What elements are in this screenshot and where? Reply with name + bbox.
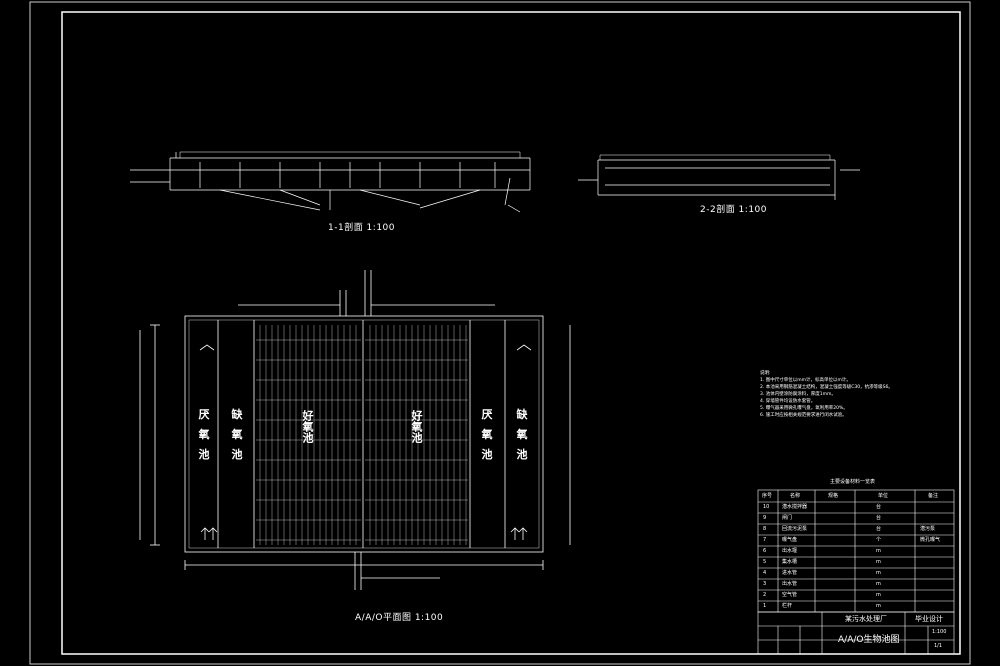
zone-right-anoxic: 缺氧池: [516, 408, 528, 461]
table-cell: 3: [763, 581, 767, 587]
note-line: 说明:: [760, 371, 771, 376]
table-header: 序号: [762, 493, 773, 499]
sheet-inner-border: [61, 11, 961, 655]
zone-right-aerobic: 好氧池: [410, 410, 423, 443]
section-1-1-title: 1-1剖面 1:100: [328, 223, 395, 233]
note-line: 5. 曝气器采用微孔曝气盘，氧利用率20%。: [760, 406, 848, 411]
equipment-table: [757, 489, 955, 655]
table-cell: m: [876, 603, 881, 609]
drawing-name: A/A/O生物池图: [838, 635, 900, 645]
note-line: 1. 图中尺寸单位以mm计，标高单位以m计。: [760, 378, 851, 383]
table-header: 名称: [790, 493, 801, 499]
project-name: 某污水处理厂: [845, 615, 887, 623]
table-cell: 7: [763, 537, 767, 543]
section-1-1: [130, 151, 531, 213]
table-cell: 8: [763, 526, 767, 532]
sheet-number: 1/1: [934, 643, 943, 649]
zone-left-anaerobic: 厌氧池: [198, 408, 210, 461]
table-cell: 4: [763, 570, 767, 576]
zone-right-anaerobic: 厌氧池: [481, 408, 493, 461]
table-cell: m: [876, 592, 881, 598]
table-header: 规格: [828, 493, 839, 499]
note-line: 4. 穿墙管件均设防水套管。: [760, 399, 816, 404]
equipment-table-title: 主要设备材料一览表: [830, 479, 876, 485]
note-line: 3. 池体内壁涂防腐涂料，厚度1mm。: [760, 392, 836, 397]
table-cell: 空气管: [782, 592, 798, 598]
table-cell: 台: [876, 526, 882, 532]
table-cell: 出水管: [782, 581, 798, 587]
zone-left-aerobic: 好氧池: [301, 410, 314, 443]
table-cell: 2: [763, 592, 767, 598]
table-cell: 台: [876, 515, 882, 521]
table-cell: 集水槽: [782, 559, 798, 565]
table-cell: 进水管: [782, 570, 798, 576]
table-cell: 潜污泵: [920, 526, 936, 532]
note-line: 2. 本池采用钢筋混凝土结构，混凝土强度等级C30，抗渗等级S6。: [760, 385, 893, 390]
note-line: 6. 施工时应按相关规范要求进行闭水试验。: [760, 413, 847, 418]
table-cell: 微孔曝气: [920, 537, 941, 543]
table-header: 单位: [878, 493, 889, 499]
table-cell: 出水堰: [782, 548, 798, 554]
table-cell: m: [876, 559, 881, 565]
table-cell: 闸门: [782, 515, 793, 521]
plan-title: A/A/O平面图 1:100: [355, 613, 444, 623]
table-cell: 5: [763, 559, 767, 565]
table-cell: 个: [876, 537, 882, 543]
table-cell: 曝气盘: [782, 537, 798, 543]
table-cell: 栏杆: [782, 603, 793, 609]
table-cell: 台: [876, 504, 882, 510]
table-cell: 回流污泥泵: [782, 526, 808, 532]
sheet-label: 毕业设计: [915, 615, 943, 623]
section-2-2-title: 2-2剖面 1:100: [700, 205, 767, 215]
section-2-2: [578, 154, 860, 200]
table-cell: 6: [763, 548, 767, 554]
table-cell: m: [876, 570, 881, 576]
table-cell: m: [876, 581, 881, 587]
table-cell: 1: [763, 603, 767, 609]
table-header: 备注: [928, 493, 939, 499]
table-cell: 潜水搅拌器: [782, 504, 808, 510]
drawing-scale: 1:100: [932, 629, 947, 635]
aerobic-diffuser-grid: [256, 325, 468, 545]
table-cell: 9: [763, 515, 767, 521]
plan-view: [139, 270, 571, 590]
design-notes: 说明: 1. 图中尺寸单位以mm计，标高单位以m计。 2. 本池采用钢筋混凝土结…: [760, 370, 893, 419]
table-cell: m: [876, 548, 881, 554]
zone-left-anoxic: 缺氧池: [231, 408, 243, 461]
sheet-outer-border: [29, 1, 971, 665]
table-cell: 10: [763, 504, 770, 510]
